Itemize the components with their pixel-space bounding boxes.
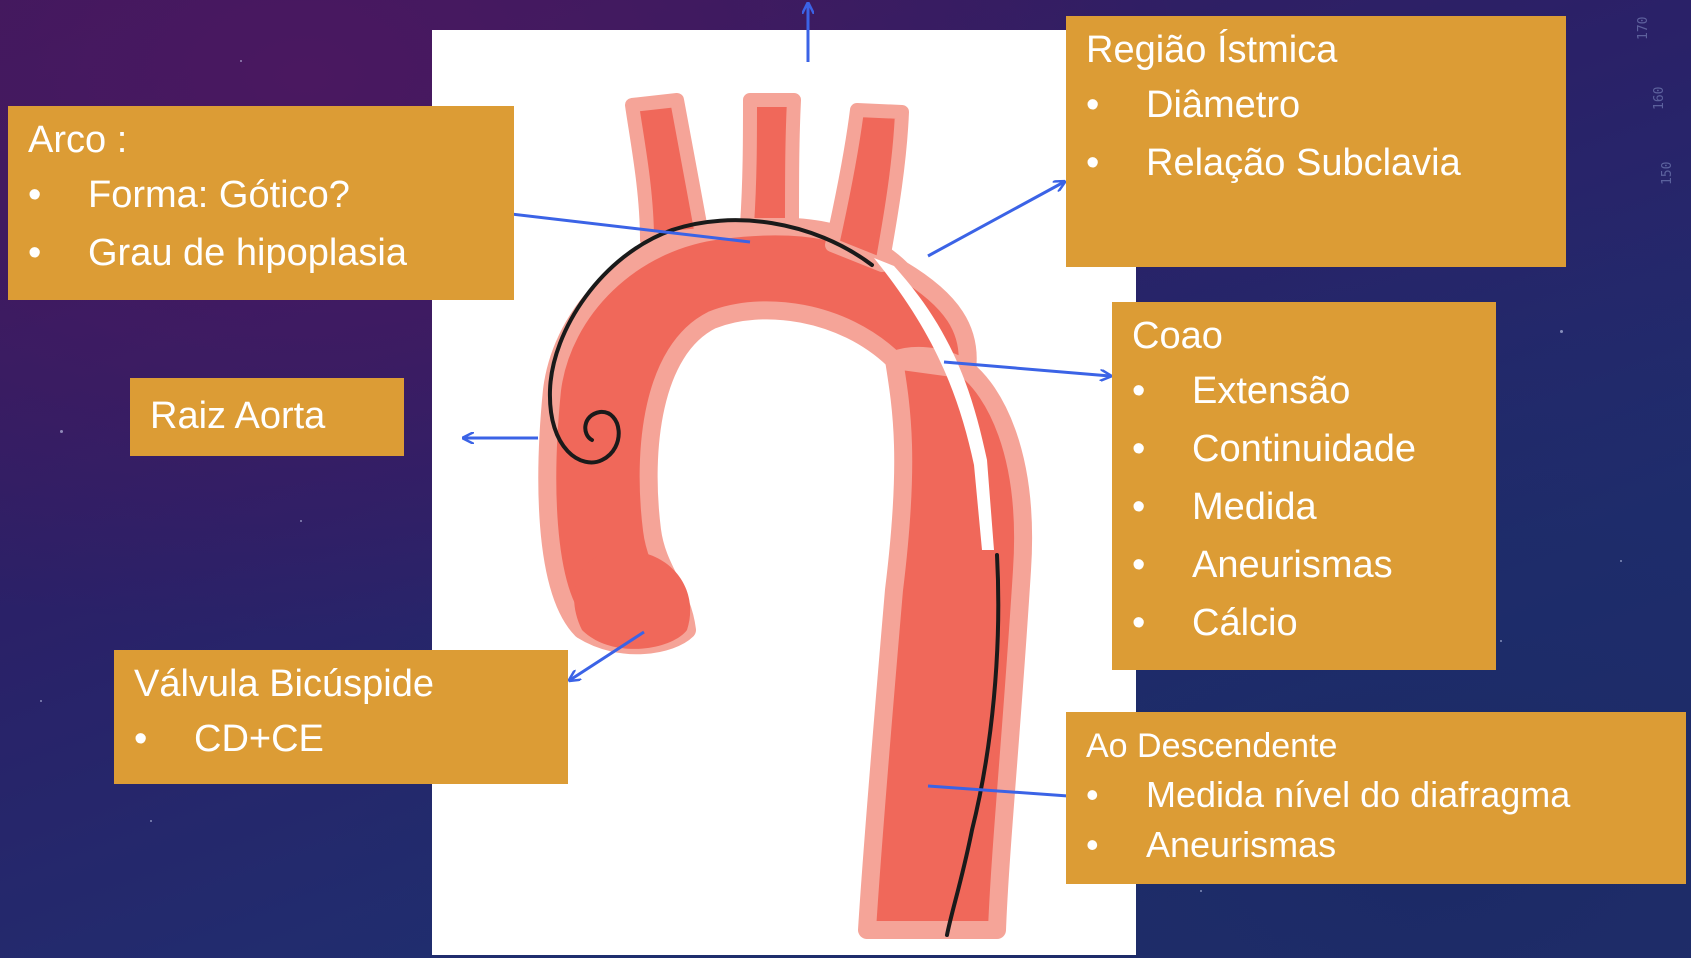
list-item: Relação Subclavia <box>1086 134 1546 192</box>
left-carotid-artery <box>747 100 794 225</box>
list-item: Diâmetro <box>1086 76 1546 134</box>
raiz-aorta-title: Raiz Aorta <box>150 394 384 438</box>
descending-aorta <box>867 360 1023 930</box>
regiao-istmica-box: Região Ístmica Diâmetro Relação Subclavi… <box>1066 16 1566 267</box>
aortic-root <box>574 550 690 649</box>
list-item: Aneurismas <box>1132 536 1476 594</box>
ao-descendente-title: Ao Descendente <box>1086 726 1666 766</box>
list-item: CD+CE <box>134 710 548 768</box>
ao-descendente-box: Ao Descendente Medida nível do diafragma… <box>1066 712 1686 884</box>
coao-box: Coao Extensão Continuidade Medida Aneuri… <box>1112 302 1496 670</box>
raiz-aorta-box: Raiz Aorta <box>130 378 404 456</box>
regiao-istmica-title: Região Ístmica <box>1086 28 1546 72</box>
aorta-illustration <box>432 30 1136 955</box>
list-item: Medida nível do diafragma <box>1086 770 1666 820</box>
scale-mark-160: 160 <box>1652 87 1667 110</box>
list-item: Aneurismas <box>1086 820 1666 870</box>
valvula-title: Válvula Bicúspide <box>134 662 548 706</box>
list-item: Medida <box>1132 478 1476 536</box>
arco-title: Arco : <box>28 118 494 162</box>
list-item: Grau de hipoplasia <box>28 224 494 282</box>
regiao-istmica-list: Diâmetro Relação Subclavia <box>1086 76 1546 192</box>
valvula-list: CD+CE <box>134 710 548 768</box>
list-item: Forma: Gótico? <box>28 166 494 224</box>
list-item: Continuidade <box>1132 420 1476 478</box>
coao-title: Coao <box>1132 314 1476 358</box>
list-item: Cálcio <box>1132 594 1476 652</box>
left-subclavian-artery <box>832 110 902 265</box>
ao-descendente-list: Medida nível do diafragma Aneurismas <box>1086 770 1666 870</box>
brachiocephalic-artery <box>632 100 702 240</box>
scale-mark-150: 150 <box>1660 162 1675 185</box>
valvula-box: Válvula Bicúspide CD+CE <box>114 650 568 784</box>
arco-box: Arco : Forma: Gótico? Grau de hipoplasia <box>8 106 514 300</box>
arco-list: Forma: Gótico? Grau de hipoplasia <box>28 166 494 282</box>
scale-mark-170: 170 <box>1636 17 1651 40</box>
coao-list: Extensão Continuidade Medida Aneurismas … <box>1132 362 1476 652</box>
list-item: Extensão <box>1132 362 1476 420</box>
